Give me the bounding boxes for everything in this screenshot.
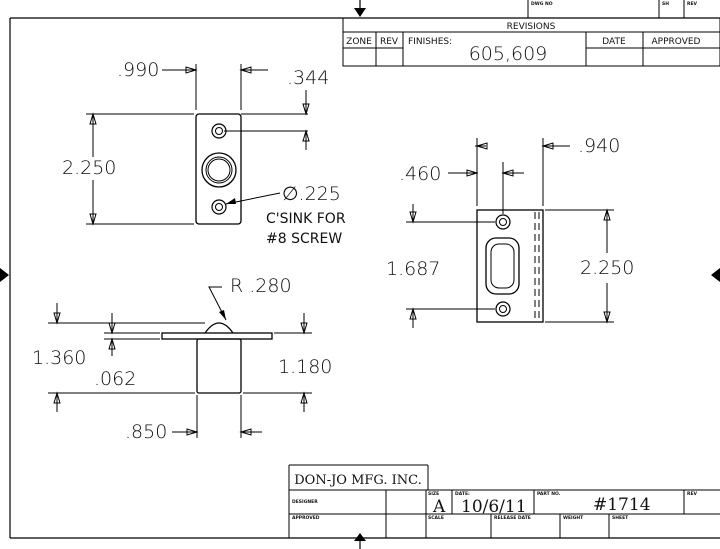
release-date-label: RELEASE DATE bbox=[494, 515, 531, 521]
front-view: .990 .344 2.250 ∅.225 C'SINK FOR #8 SCRE… bbox=[62, 59, 346, 247]
size-label: SIZE bbox=[428, 491, 439, 497]
revisions-block: REVISIONS ZONE REV FINISHES: 605,609 DAT… bbox=[342, 17, 720, 67]
sh-label: SH bbox=[662, 1, 669, 7]
strike-view: .940 .460 1.687 2.250 bbox=[386, 135, 634, 328]
part-no-label: PART NO. bbox=[537, 491, 561, 497]
finishes-label: FINISHES: bbox=[408, 37, 452, 47]
csink-note-line2: #8 SCREW bbox=[266, 231, 342, 247]
date-header: DATE bbox=[602, 37, 626, 47]
dim-strike-width: .940 bbox=[578, 135, 620, 157]
title-block: DON-JO MFG. INC. DESIGNER APPROVED SIZE … bbox=[288, 464, 720, 538]
revisions-header: REVISIONS bbox=[507, 22, 556, 32]
approved-header: APPROVED bbox=[652, 37, 701, 47]
dim-side-plate-thk: .062 bbox=[94, 368, 136, 390]
dim-strike-hole-spacing: 1.687 bbox=[386, 258, 440, 280]
finishes-value: 605,609 bbox=[469, 43, 548, 65]
dim-front-height: 2.250 bbox=[62, 157, 116, 179]
rev-label-bottom: REV bbox=[687, 491, 698, 497]
date-value: 10/6/11 bbox=[461, 497, 527, 517]
dim-side-overall: 1.360 bbox=[32, 347, 86, 369]
dim-strike-offset: .460 bbox=[399, 163, 441, 185]
dim-front-width: .990 bbox=[117, 59, 159, 81]
side-view: R .280 1.360 .062 1.180 .850 bbox=[32, 275, 332, 443]
rev-header: REV bbox=[380, 37, 399, 47]
designer-label: DESIGNER bbox=[292, 499, 318, 505]
dwg-no-label: DWG NO bbox=[531, 1, 553, 7]
dim-side-body: 1.180 bbox=[278, 356, 332, 378]
zone-header: ZONE bbox=[346, 37, 372, 47]
scale-label: SCALE bbox=[428, 515, 444, 521]
date-label: DATE: bbox=[455, 491, 470, 497]
dwg-no-strip: DWG NO SH REV bbox=[527, 0, 698, 18]
approved-label: APPROVED bbox=[292, 515, 320, 521]
dim-hole-dia: ∅.225 bbox=[282, 183, 341, 205]
sheet-label: SHEET bbox=[612, 515, 629, 521]
csink-note-line1: C'SINK FOR bbox=[266, 211, 346, 227]
rev-label-top: REV bbox=[687, 1, 698, 7]
part-no-value: #1714 bbox=[593, 495, 651, 515]
dim-side-radius: R .280 bbox=[230, 275, 292, 297]
size-value: A bbox=[432, 497, 446, 517]
dim-strike-height: 2.250 bbox=[580, 257, 634, 279]
dim-side-body-width: .850 bbox=[125, 421, 167, 443]
weight-label: WEIGHT bbox=[563, 515, 584, 521]
company-name: DON-JO MFG. INC. bbox=[294, 473, 422, 488]
dim-front-hole-offset: .344 bbox=[287, 67, 329, 89]
